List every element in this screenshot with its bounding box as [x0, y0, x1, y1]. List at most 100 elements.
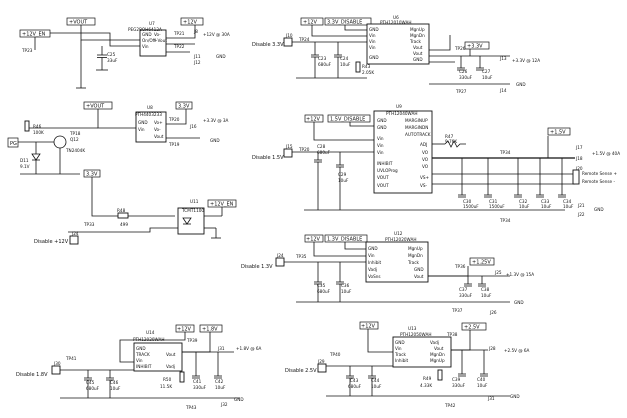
svg-text:TP19: TP19	[168, 142, 180, 147]
svg-text:TP20: TP20	[168, 117, 180, 122]
svg-text:U14: U14	[146, 330, 155, 335]
svg-text:R49: R49	[423, 376, 432, 381]
svg-text:+12V: +12V	[306, 117, 321, 123]
svg-text:INHIBIT: INHIBIT	[377, 161, 393, 166]
svg-text:TP37: TP37	[451, 308, 463, 313]
u13-module	[392, 336, 452, 368]
svg-text:10uF: 10uF	[371, 384, 382, 389]
svg-text:330uF: 330uF	[193, 385, 207, 390]
svg-text:J29: J29	[317, 359, 325, 364]
svg-text:C28: C28	[317, 144, 326, 149]
p33b-label	[175, 101, 193, 110]
svg-text:+1.5V: +1.5V	[550, 130, 566, 136]
svg-text:TP21: TP21	[173, 31, 185, 36]
svg-text:J16: J16	[189, 124, 197, 129]
svg-text:C23: C23	[318, 56, 327, 61]
u8-module	[135, 111, 167, 143]
svg-text:VO: VO	[422, 150, 429, 155]
u6-module	[366, 23, 430, 65]
svg-text:VS-: VS-	[420, 183, 428, 188]
svg-text:U12: U12	[394, 231, 403, 236]
svg-text:MgnUp: MgnUp	[430, 358, 445, 363]
svg-text:U11: U11	[190, 199, 199, 204]
svg-text:+12V_EN: +12V_EN	[210, 202, 234, 208]
svg-text:Vin: Vin	[138, 127, 145, 132]
svg-text:+3.3V @ 12A: +3.3V @ 12A	[512, 58, 540, 63]
svg-text:TP34: TP34	[499, 218, 511, 223]
svg-text:MgnUp: MgnUp	[408, 246, 423, 251]
svg-text:Remote Sense +: Remote Sense +	[582, 171, 617, 176]
svg-text:10uF: 10uF	[215, 385, 226, 390]
svg-text:MARGINDN: MARGINDN	[405, 125, 428, 130]
svg-text:680uF: 680uF	[317, 150, 331, 155]
svg-text:Disable 1.8V: Disable 1.8V	[16, 372, 48, 378]
r43-resistor	[355, 61, 361, 73]
svg-text:PG: PG	[10, 141, 17, 147]
u14-module	[133, 342, 183, 372]
svg-text:PTH4403233: PTH4403233	[135, 112, 162, 117]
svg-text:TCMT1100: TCMT1100	[181, 208, 204, 213]
svg-text:J15: J15	[285, 144, 293, 149]
svg-text:TP34: TP34	[499, 150, 511, 155]
svg-text:Vout: Vout	[413, 45, 423, 50]
svg-text:11.5K: 11.5K	[160, 384, 172, 389]
svg-text:AUTOTRACK: AUTOTRACK	[405, 132, 431, 137]
svg-text:J22: J22	[577, 212, 585, 217]
svg-text:680uF: 680uF	[318, 62, 332, 67]
svg-text:R48: R48	[117, 208, 126, 213]
svg-text:+3.3V: +3.3V	[467, 44, 483, 50]
svg-text:+12V: +12V	[361, 324, 376, 330]
svg-text:TP43: TP43	[185, 405, 197, 410]
svg-text:100K: 100K	[33, 130, 44, 135]
u11-section: 3.3V +12V_EN R48 499 U11 TCMT1100 J24 TP…	[34, 169, 237, 245]
svg-text:1500uF: 1500uF	[463, 204, 479, 209]
svg-text:9.76K: 9.76K	[445, 139, 457, 144]
svg-text:U9: U9	[396, 104, 402, 109]
svg-text:J30: J30	[53, 361, 61, 366]
svg-text:Vin: Vin	[369, 39, 376, 44]
svg-text:UVLOProg: UVLOProg	[377, 168, 398, 173]
svg-text:+Vout: +Vout	[154, 38, 167, 43]
svg-text:J21: J21	[577, 203, 585, 208]
svg-text:C29: C29	[338, 172, 347, 177]
svg-text:Vout: Vout	[434, 346, 444, 351]
r48-resistor	[117, 212, 129, 219]
svg-text:Track: Track	[407, 260, 420, 265]
svg-text:Disable 2.5V: Disable 2.5V	[285, 368, 317, 374]
svg-text:C26: C26	[459, 69, 468, 74]
svg-text:TP24: TP24	[298, 37, 310, 42]
vout-text: +VOUT	[69, 20, 88, 26]
svg-text:3.3V_DISABLE: 3.3V_DISABLE	[327, 20, 362, 26]
svg-text:PTH12050WAH: PTH12050WAH	[400, 332, 431, 337]
svg-text:TP26: TP26	[454, 46, 466, 51]
svg-text:C41: C41	[193, 379, 202, 384]
svg-text:U6: U6	[393, 15, 399, 20]
svg-text:C43: C43	[350, 378, 359, 383]
svg-text:+VOUT: +VOUT	[86, 104, 105, 110]
svg-text:GND: GND	[510, 394, 520, 399]
svg-text:U7: U7	[149, 21, 155, 26]
svg-text:3.3V: 3.3V	[86, 172, 98, 178]
svg-text:+2.5V @ 6A: +2.5V @ 6A	[504, 348, 530, 353]
svg-text:J24: J24	[71, 231, 79, 236]
svg-text:+12V @ 30A: +12V @ 30A	[203, 32, 230, 37]
svg-text:+12V: +12V	[306, 237, 321, 243]
svg-text:TP41: TP41	[65, 356, 77, 361]
svg-text:Vin: Vin	[369, 45, 376, 50]
svg-text:J31: J31	[487, 396, 495, 401]
svg-text:Vadj: Vadj	[430, 340, 439, 345]
svg-text:+12V_EN: +12V_EN	[22, 32, 46, 38]
svg-text:Vin: Vin	[377, 143, 384, 148]
svg-text:GND: GND	[216, 54, 226, 59]
r49-resistor	[437, 369, 443, 381]
j29-connector	[317, 363, 327, 373]
svg-text:Track: Track	[409, 39, 422, 44]
svg-text:Vin: Vin	[368, 253, 375, 258]
j24b-connector	[275, 257, 285, 267]
p15-label-u9	[547, 127, 571, 136]
svg-text:Vout: Vout	[166, 352, 176, 357]
svg-text:MARGINUP: MARGINUP	[405, 118, 428, 123]
svg-text:C24: C24	[340, 56, 349, 61]
svg-text:GND: GND	[414, 267, 424, 272]
p12-label-u7	[180, 17, 204, 26]
